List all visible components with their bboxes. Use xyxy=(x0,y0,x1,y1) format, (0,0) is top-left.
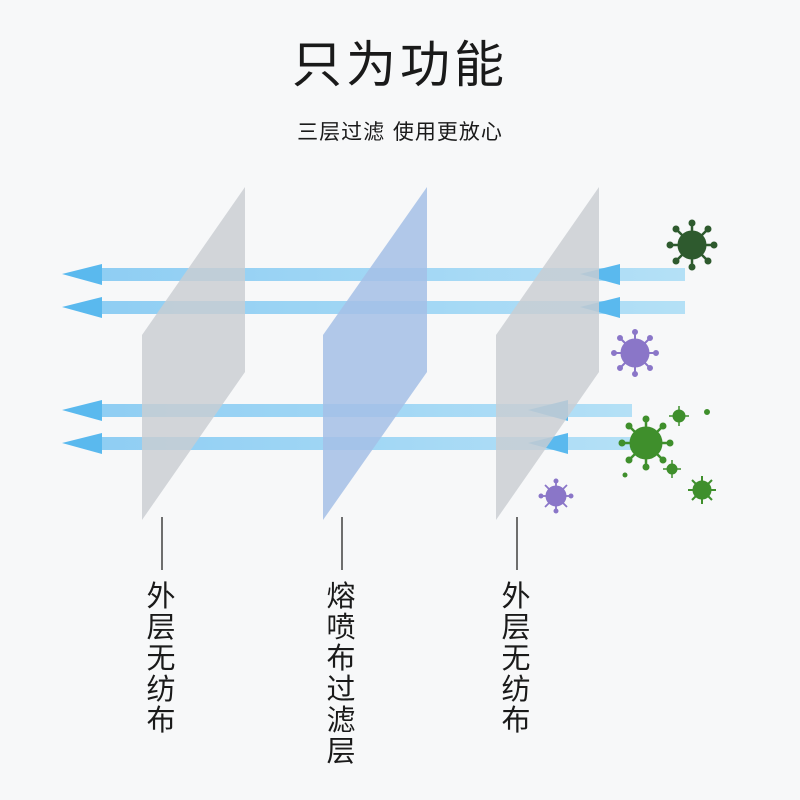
layer-label-char: 滤 xyxy=(326,705,355,736)
arrowhead xyxy=(62,264,102,285)
layer-label-outer-nonwoven-left: 外层无纺布 xyxy=(144,581,178,736)
layer-label-outer-nonwoven-right: 外层无纺布 xyxy=(499,581,533,736)
virus-icon xyxy=(619,416,673,470)
layer-label-char: 布 xyxy=(146,705,175,736)
virus-icon xyxy=(688,476,716,504)
layer-label-char: 无 xyxy=(501,643,530,674)
layer-label-char: 层 xyxy=(146,612,175,643)
virus-icon xyxy=(705,410,710,415)
arrowhead xyxy=(62,400,102,421)
virus-icon xyxy=(669,406,689,426)
layer-label-char: 外 xyxy=(146,581,175,612)
layer-label-char: 过 xyxy=(326,674,355,705)
virus-icon xyxy=(612,330,659,377)
layer-label-char: 布 xyxy=(501,705,530,736)
filter-panel-outer-right xyxy=(496,187,599,520)
layer-label-char: 层 xyxy=(501,612,530,643)
layer-label-meltblown-filter: 熔喷布过滤层 xyxy=(324,581,358,767)
virus-icon xyxy=(623,473,628,478)
layer-label-char: 熔 xyxy=(326,581,355,612)
layer-label-char: 外 xyxy=(501,581,530,612)
layer-label-char: 无 xyxy=(146,643,175,674)
layer-label-char: 纺 xyxy=(501,674,530,705)
virus-icon xyxy=(667,220,717,270)
layer-label-char: 喷 xyxy=(326,612,355,643)
filter-panel-meltblown xyxy=(323,187,427,520)
virus-icon xyxy=(539,479,573,513)
filter-panel-outer-left xyxy=(142,187,245,520)
layer-label-char: 层 xyxy=(326,736,355,767)
arrowhead xyxy=(62,297,102,318)
layer-label-char: 布 xyxy=(326,643,355,674)
arrowhead xyxy=(62,433,102,454)
virus-icon xyxy=(663,460,681,478)
layer-label-char: 纺 xyxy=(146,674,175,705)
